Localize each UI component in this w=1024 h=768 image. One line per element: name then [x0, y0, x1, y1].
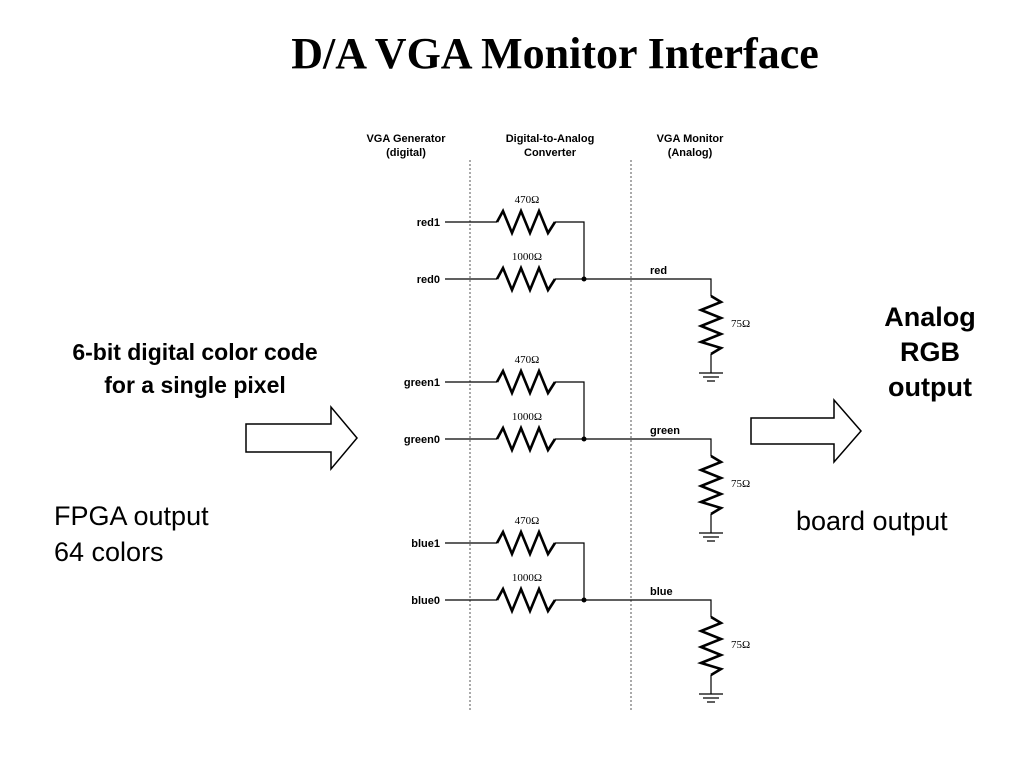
- ground-icon: [699, 532, 723, 542]
- input-description-line2: for a single pixel: [104, 372, 286, 398]
- junction-dot: [581, 276, 587, 282]
- junction-dot: [581, 436, 587, 442]
- channel-blue: blue1 blue0 470Ω 1000Ω 75Ω blue: [411, 515, 750, 703]
- bit0-label: blue0: [411, 595, 440, 607]
- junction-dot: [581, 597, 587, 603]
- channel-output-label: green: [650, 425, 680, 437]
- input-arrow-icon: [245, 404, 358, 472]
- bit0-label: green0: [404, 434, 440, 446]
- output-description-line1: Analog: [884, 302, 976, 332]
- fpga-note-line2: 64 colors: [54, 537, 164, 567]
- fpga-note-line1: FPGA output: [54, 501, 209, 531]
- input-description: 6-bit digital color code for a single pi…: [20, 336, 370, 402]
- resistor-75-icon: [697, 454, 725, 516]
- r0-value: 1000Ω: [512, 572, 542, 584]
- resistor-1000-icon: [495, 424, 557, 454]
- page-title: D/A VGA Monitor Interface: [291, 29, 819, 78]
- load-value: 75Ω: [731, 478, 750, 490]
- resistor-1000-icon: [495, 264, 557, 294]
- ground-icon: [699, 693, 723, 703]
- column-header-generator-line1: VGA Generator: [366, 133, 446, 145]
- channel-output-label: red: [650, 265, 667, 277]
- column-header-dac-line2: Converter: [524, 147, 577, 159]
- wiring: [445, 381, 712, 533]
- fpga-note: FPGA output 64 colors: [54, 498, 209, 570]
- wiring: [445, 542, 712, 694]
- column-header-monitor-line1: VGA Monitor: [657, 133, 725, 145]
- wiring: [445, 221, 712, 373]
- channel-output-label: blue: [650, 586, 673, 598]
- load-value: 75Ω: [731, 318, 750, 330]
- input-description-line1: 6-bit digital color code: [72, 339, 318, 365]
- bit1-label: green1: [404, 377, 440, 389]
- resistor-75-icon: [697, 294, 725, 356]
- output-description-line2: RGB: [900, 337, 960, 367]
- column-header-monitor-line2: (Analog): [668, 147, 713, 159]
- r0-value: 1000Ω: [512, 251, 542, 263]
- r1-value: 470Ω: [515, 515, 540, 527]
- column-header-dac-line1: Digital-to-Analog: [506, 133, 595, 145]
- channel-red: red1 red0 470Ω 1000Ω 75Ω red: [417, 194, 750, 382]
- resistor-470-icon: [495, 367, 557, 397]
- r0-value: 1000Ω: [512, 411, 542, 423]
- resistor-470-icon: [495, 528, 557, 558]
- bit1-label: red1: [417, 217, 440, 229]
- resistor-470-icon: [495, 207, 557, 237]
- load-value: 75Ω: [731, 639, 750, 651]
- column-header-generator-line2: (digital): [386, 147, 426, 159]
- bit1-label: blue1: [411, 538, 440, 550]
- board-note: board output: [796, 506, 948, 536]
- channel-green: green1 green0 470Ω 1000Ω 75Ω green: [404, 354, 750, 542]
- r1-value: 470Ω: [515, 194, 540, 206]
- resistor-75-icon: [697, 615, 725, 677]
- ground-icon: [699, 372, 723, 382]
- r1-value: 470Ω: [515, 354, 540, 366]
- output-description-line3: output: [888, 372, 972, 402]
- bit0-label: red0: [417, 274, 440, 286]
- output-arrow-icon: [750, 397, 862, 465]
- output-description: Analog RGB output: [860, 300, 1000, 405]
- resistor-1000-icon: [495, 585, 557, 615]
